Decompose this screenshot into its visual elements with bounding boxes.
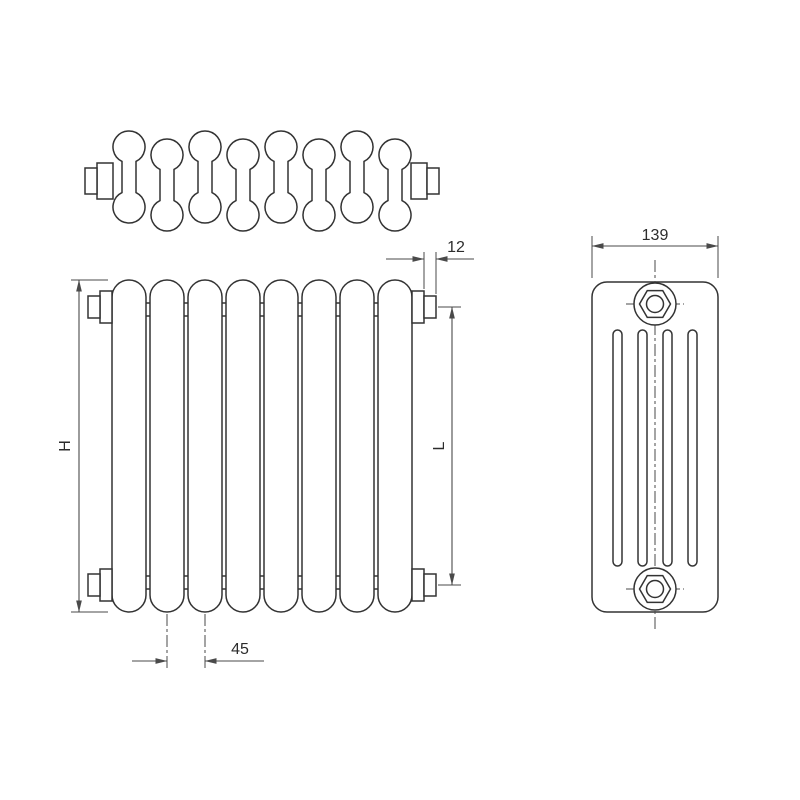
top-view-boss-cap-left <box>84 167 98 195</box>
top-view-boss-ring-right <box>410 162 428 200</box>
hex-plug-bottom <box>633 567 677 611</box>
dim-connector-offset: 12 <box>386 239 474 294</box>
dim-label-depth: 139 <box>642 227 669 244</box>
radiator-tube <box>111 279 147 613</box>
radiator-tube <box>187 279 223 613</box>
dim-label-height: H <box>57 440 74 452</box>
radiator-tube <box>377 279 413 613</box>
dim-height: H <box>57 279 108 613</box>
radiator-tube <box>301 279 337 613</box>
section-profile <box>378 138 412 232</box>
hex-plug-top <box>633 282 677 326</box>
section-profile <box>340 130 374 224</box>
radiator-tube <box>339 279 375 613</box>
top-view-boss-cap-right <box>426 167 440 195</box>
radiator-tube <box>263 279 299 613</box>
dim-label-axis: L <box>431 441 448 450</box>
section-profile <box>226 138 260 232</box>
dim-label-pitch: 45 <box>231 641 249 658</box>
connection-boss-bottom-right <box>411 568 437 602</box>
top-view <box>84 130 440 232</box>
column-slot <box>612 329 623 567</box>
connection-boss-top-right <box>411 290 437 324</box>
radiator-tube <box>149 279 185 613</box>
dim-label-offset: 12 <box>447 239 465 256</box>
column-slot <box>637 329 648 567</box>
column-slot <box>662 329 673 567</box>
section-profile <box>188 130 222 224</box>
side-view <box>591 260 719 632</box>
dim-depth: 139 <box>591 227 719 278</box>
section-profile <box>302 138 336 232</box>
connection-boss-top-left <box>87 290 113 324</box>
dim-axis-distance: L <box>431 306 461 586</box>
dim-section-pitch: 45 <box>132 614 264 670</box>
top-view-boss-ring-left <box>96 162 114 200</box>
connection-boss-bottom-left <box>87 568 113 602</box>
section-profile <box>150 138 184 232</box>
section-profile <box>112 130 146 224</box>
radiator-tube <box>225 279 261 613</box>
column-slot <box>687 329 698 567</box>
section-profile <box>264 130 298 224</box>
front-view <box>87 279 437 613</box>
